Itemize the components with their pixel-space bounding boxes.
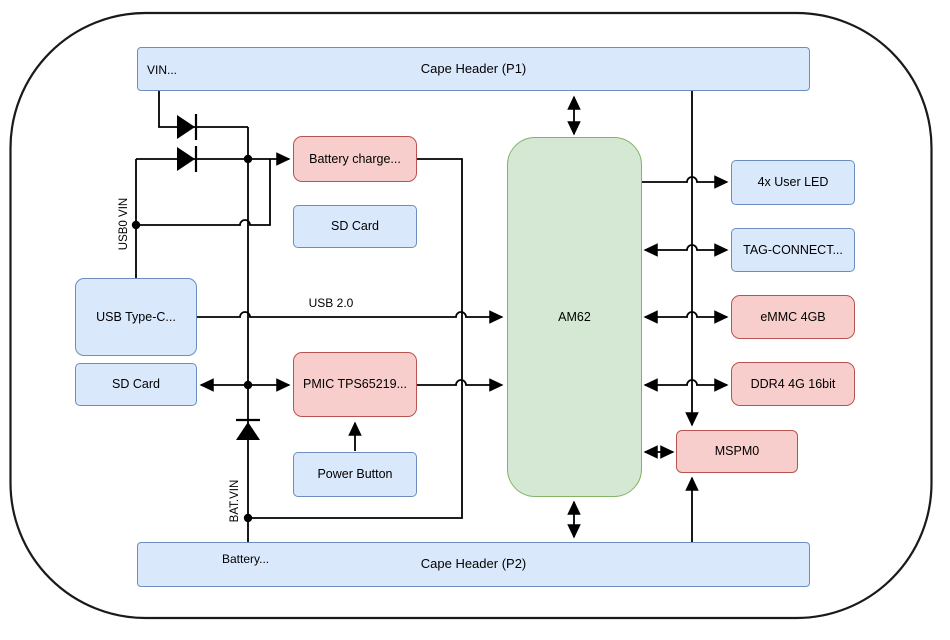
vin-wire-label: VIN... bbox=[147, 63, 178, 77]
node-label: 4x User LED bbox=[757, 175, 829, 190]
wire-pmic-am62 bbox=[417, 378, 504, 392]
node-label: Power Button bbox=[317, 467, 393, 482]
wire-vin-from-p1 bbox=[158, 91, 248, 128]
battery-wire-label: Battery... bbox=[222, 552, 270, 566]
node-label: TAG-CONNECT... bbox=[743, 242, 843, 257]
node-label: eMMC 4GB bbox=[760, 309, 826, 324]
node-label: Cape Header (P2) bbox=[420, 556, 527, 572]
node-am62: AM62 bbox=[507, 137, 642, 497]
node-tag-connect: TAG-CONNECT... bbox=[731, 228, 855, 272]
node-sd-card-left: SD Card bbox=[75, 363, 197, 406]
node-label: SD Card bbox=[331, 219, 379, 234]
wire-battery-loop bbox=[250, 158, 463, 519]
node-sd-card-mid: SD Card bbox=[293, 205, 417, 248]
node-label: MSPM0 bbox=[714, 444, 760, 459]
node-emmc: eMMC 4GB bbox=[731, 295, 855, 339]
board-outline bbox=[9, 11, 933, 620]
node-label: SD Card bbox=[112, 377, 160, 392]
wire-am62-tagconnect bbox=[643, 243, 729, 257]
junction-dot bbox=[243, 380, 253, 390]
diode-d1-icon bbox=[177, 114, 198, 140]
wire-usb2 bbox=[197, 310, 504, 324]
diode-d3-icon bbox=[236, 418, 260, 440]
node-battery-charger: Battery charge... bbox=[293, 136, 417, 182]
node-label: PMIC TPS65219... bbox=[303, 377, 407, 392]
usb2-wire-label: USB 2.0 bbox=[308, 296, 354, 310]
node-cape-header-p2: Cape Header (P2) bbox=[137, 542, 810, 587]
node-label: AM62 bbox=[558, 309, 591, 324]
node-pmic: PMIC TPS65219... bbox=[293, 352, 417, 417]
node-cape-header-p1: Cape Header (P1) bbox=[137, 47, 810, 91]
bat-vin-wire-label: BAT.VIN bbox=[229, 479, 241, 523]
node-user-led: 4x User LED bbox=[731, 160, 855, 205]
junction-dot bbox=[131, 220, 141, 230]
node-label: USB Type-C... bbox=[96, 309, 176, 324]
wire-am62-emmc bbox=[643, 310, 729, 324]
node-power-button: Power Button bbox=[293, 452, 417, 497]
diode-d2-icon bbox=[177, 146, 198, 172]
node-usb-type-c: USB Type-C... bbox=[75, 278, 197, 356]
junction-dot bbox=[243, 513, 253, 523]
junction-dot bbox=[243, 154, 253, 164]
node-label: Cape Header (P1) bbox=[420, 60, 527, 76]
node-ddr4: DDR4 4G 16bit bbox=[731, 362, 855, 406]
node-label: DDR4 4G 16bit bbox=[750, 376, 836, 391]
wire-charger-feed bbox=[136, 159, 271, 226]
usb0-vin-wire-label: USB0 VIN bbox=[118, 197, 130, 251]
node-mspm0: MSPM0 bbox=[676, 430, 798, 473]
node-label: Battery charge... bbox=[309, 151, 401, 166]
wire-am62-led bbox=[642, 175, 729, 189]
wire-am62-ddr4 bbox=[643, 378, 729, 392]
